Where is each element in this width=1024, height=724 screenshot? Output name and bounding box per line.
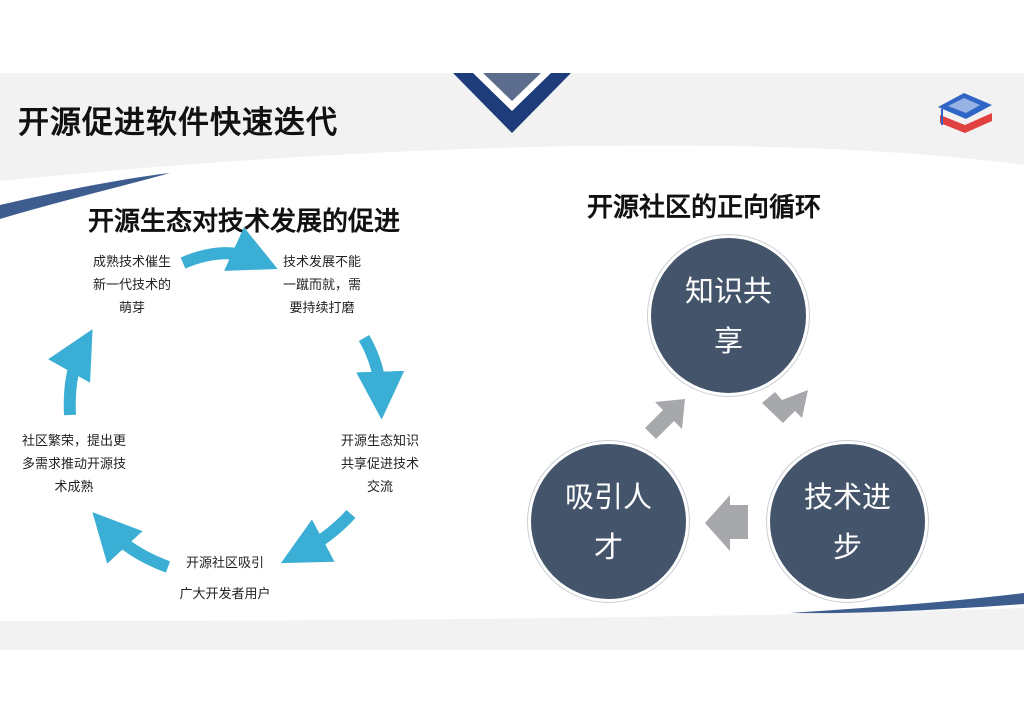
graduation-cap-logo-icon xyxy=(938,93,992,133)
cycle-arrow-3 xyxy=(280,509,356,564)
cycle-arrow-4 xyxy=(92,512,171,573)
cycle-arrow-5 xyxy=(48,329,93,416)
right-cycle-arrows xyxy=(645,390,808,551)
cycle-step-2: 技术发展不能 一蹴而就，需 要持续打磨 xyxy=(282,255,361,316)
cycle-arrow-1 xyxy=(180,227,278,271)
gray-arrow-3 xyxy=(705,495,748,551)
cycle-step-1: 成熟技术催生 新一代技术的 萌芽 xyxy=(92,255,171,316)
node-tech-progress: 技术进 步 xyxy=(767,441,928,602)
cycle-step-4: 开源社区吸引 广大开发者用户 xyxy=(179,556,271,602)
gray-arrow-1 xyxy=(645,399,685,439)
node-attract-talent: 吸引人 才 xyxy=(528,441,689,602)
gray-arrow-2 xyxy=(762,390,808,423)
slide-background xyxy=(0,73,1024,650)
right-diagram-subtitle: 开源社区的正向循环 xyxy=(587,193,822,223)
left-cycle-arrows xyxy=(48,227,405,573)
cycle-step-5: 社区繁荣，提出更 多需求推动开源技 术成熟 xyxy=(21,434,126,495)
cycle-arrow-2 xyxy=(356,334,405,420)
page-title: 开源促进软件快速迭代 xyxy=(18,105,338,141)
slide: 开源促进软件快速迭代 开源生态对技术发展的促进 成熟技术催生 新一代技术的 萌芽… xyxy=(0,73,1024,650)
cycle-step-3: 开源生态知识 共享促进技术 交流 xyxy=(340,434,419,495)
node-knowledge-sharing: 知识共 享 xyxy=(648,235,809,396)
